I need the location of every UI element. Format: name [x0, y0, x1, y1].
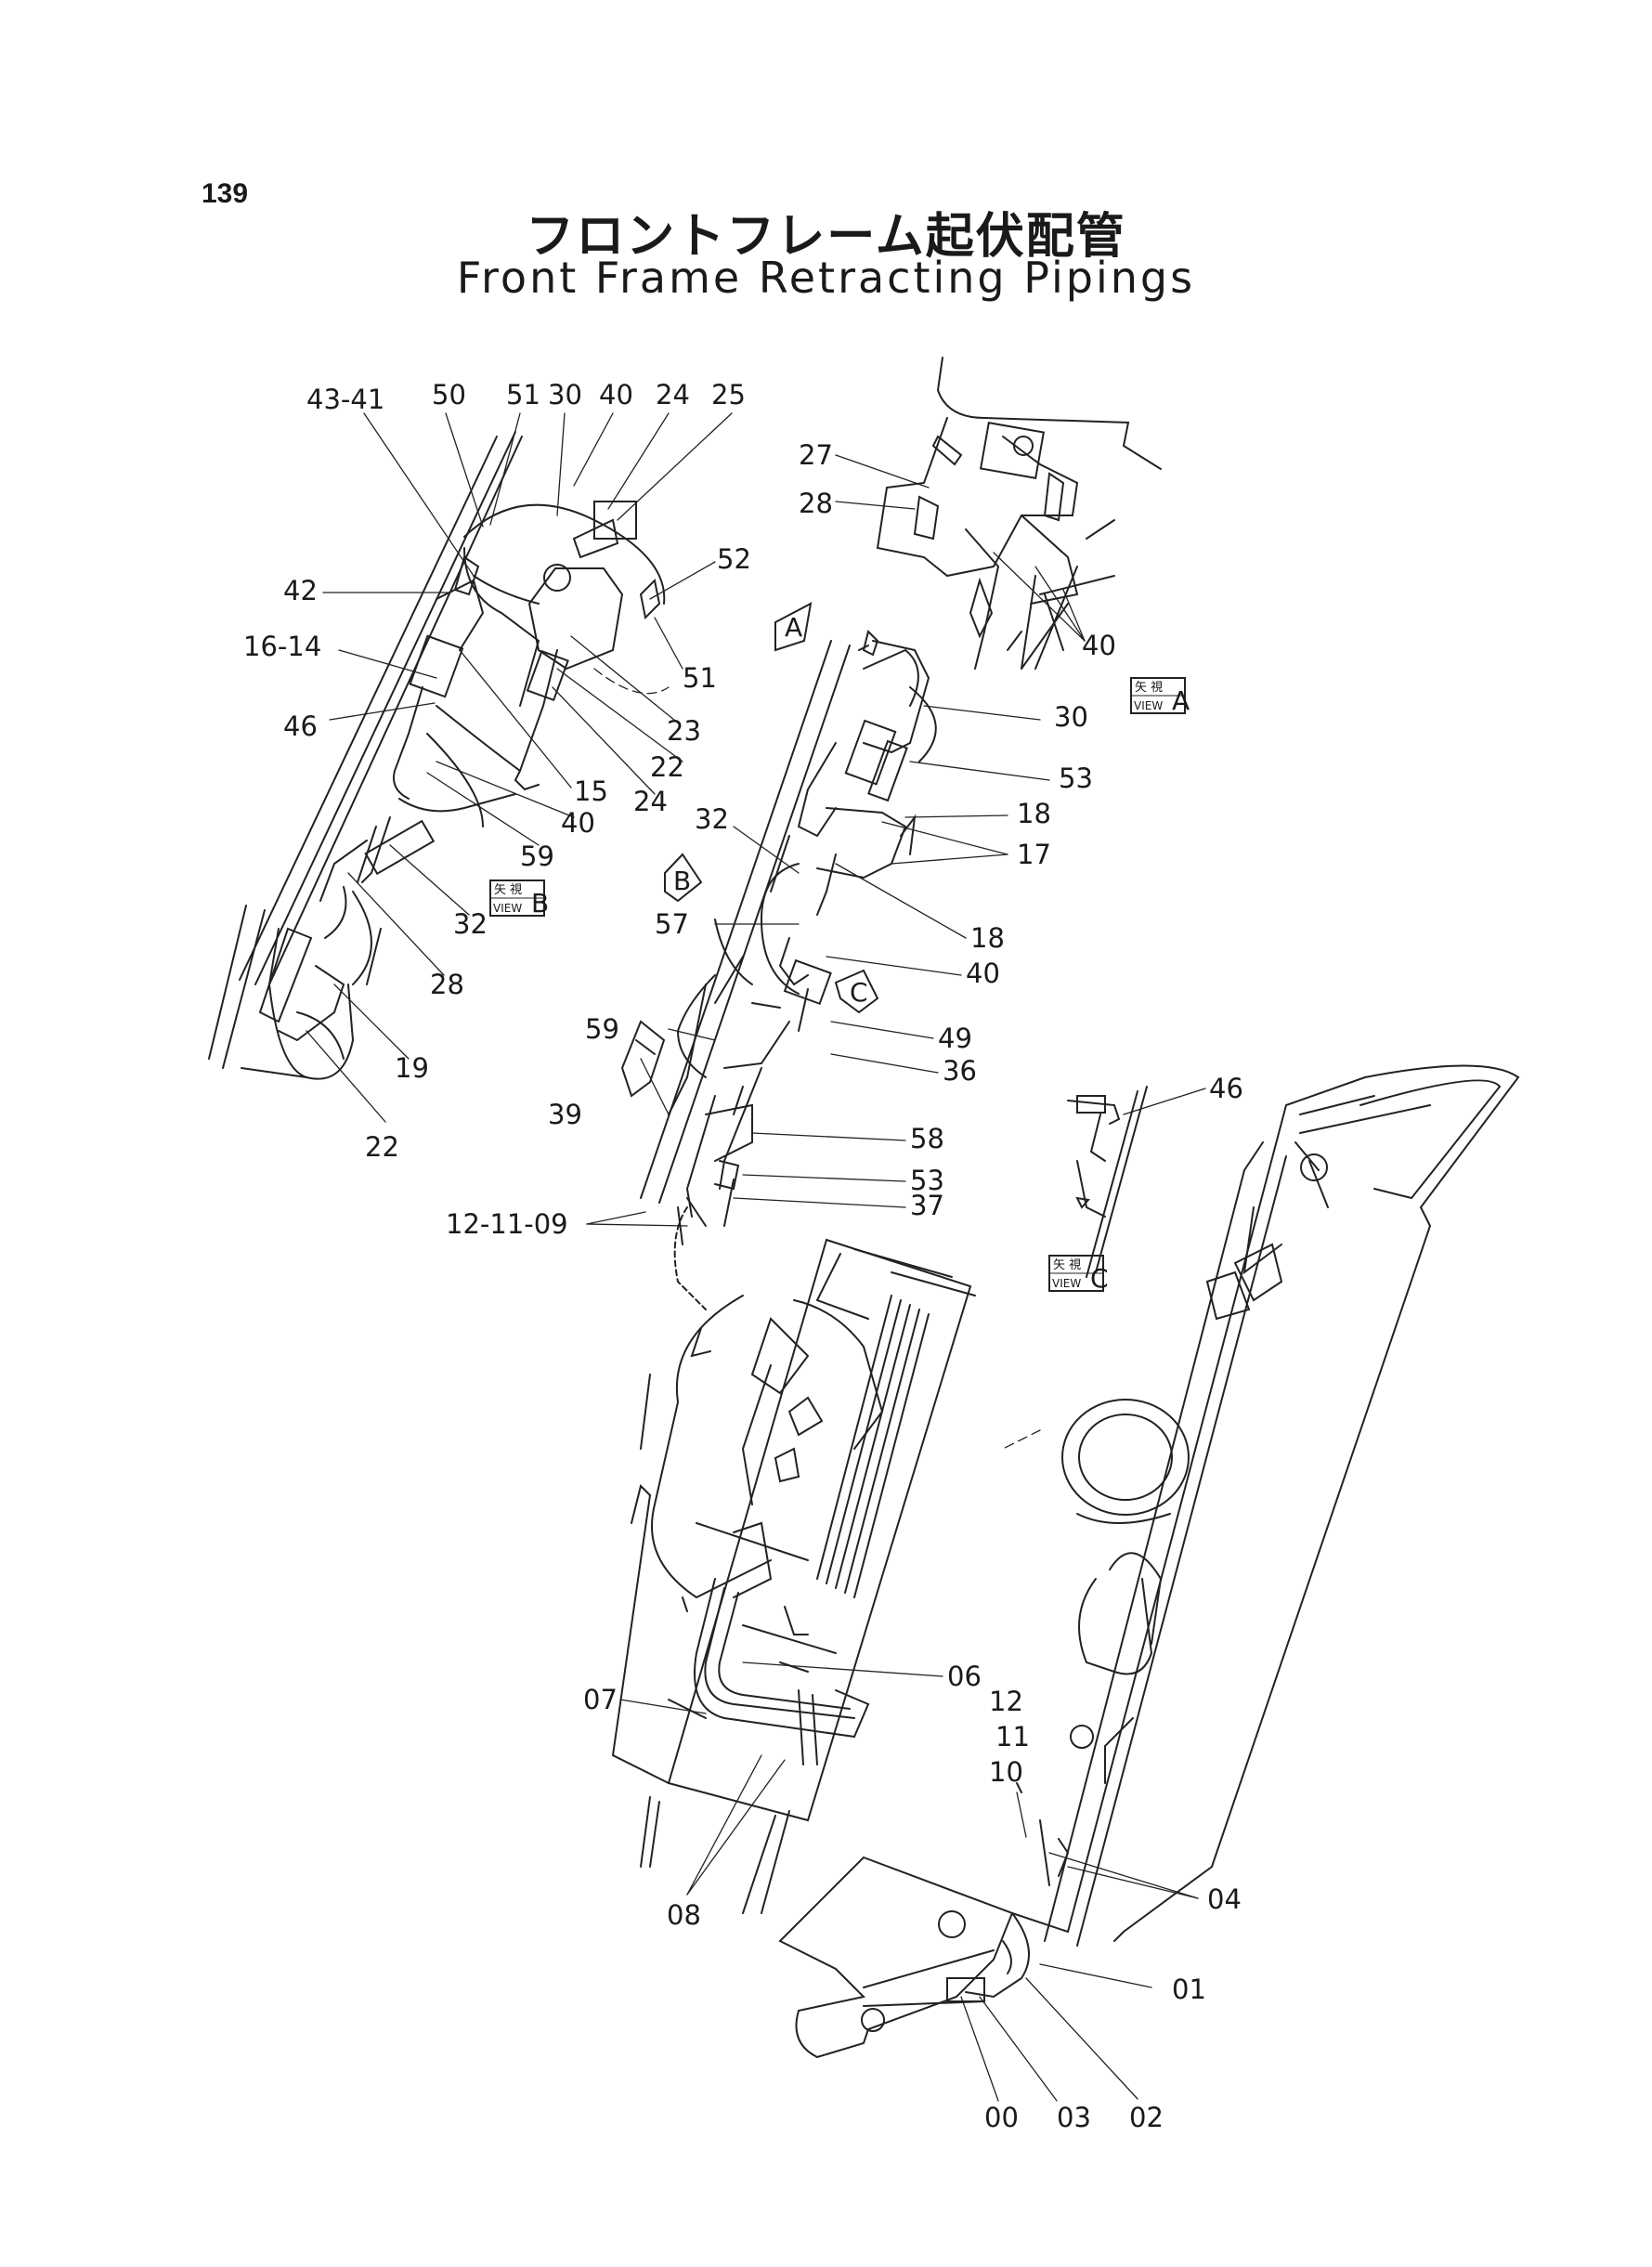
- label-37: 37: [910, 1190, 944, 1221]
- label-24: 24: [656, 379, 690, 410]
- label-18: 18: [1017, 798, 1051, 829]
- arrow-marker-a: A: [774, 602, 813, 652]
- label-52: 52: [717, 543, 751, 575]
- label-17: 17: [1017, 839, 1051, 870]
- label-22: 22: [650, 751, 684, 783]
- svg-text:VIEW: VIEW: [493, 902, 522, 915]
- label-02: 02: [1129, 2102, 1164, 2133]
- label-36: 36: [943, 1055, 977, 1087]
- view-tag-c: 矢 視 VIEW C: [1048, 1255, 1109, 1294]
- label-12-11-09: 12-11-09: [446, 1208, 568, 1240]
- label-10: 10: [989, 1756, 1023, 1788]
- view-a-leaders: [835, 454, 1086, 642]
- svg-text:A: A: [1172, 685, 1190, 716]
- label-22: 22: [365, 1131, 399, 1163]
- part-labels: 43-41 50 51 30 40 24 25 42 16-14 46 52 5…: [243, 379, 1243, 2133]
- view-c-leader: [1123, 1088, 1206, 1115]
- label-32: 32: [695, 803, 729, 835]
- arrow-marker-c: C: [834, 969, 879, 1014]
- label-12: 12: [989, 1686, 1023, 1717]
- label-23: 23: [667, 715, 701, 747]
- label-51: 51: [683, 662, 717, 694]
- dashed-outlines: [593, 668, 1041, 1450]
- label-01: 01: [1172, 1974, 1206, 2005]
- main-frame-leaders: [619, 1661, 943, 1896]
- label-40: 40: [561, 807, 595, 839]
- label-19: 19: [395, 1052, 429, 1084]
- label-16-14: 16-14: [243, 631, 321, 662]
- svg-text:VIEW: VIEW: [1052, 1277, 1081, 1290]
- label-46: 46: [283, 710, 318, 742]
- view-tag-b: 矢 視 VIEW B: [489, 879, 549, 919]
- label-30: 30: [548, 379, 582, 410]
- svg-text:VIEW: VIEW: [1134, 699, 1163, 712]
- label-49: 49: [938, 1023, 972, 1054]
- label-40: 40: [599, 379, 633, 410]
- label-07: 07: [583, 1684, 618, 1715]
- svg-text:C: C: [850, 977, 868, 1008]
- label-42: 42: [283, 575, 318, 606]
- label-06: 06: [947, 1661, 982, 1692]
- label-39: 39: [548, 1099, 582, 1130]
- label-15: 15: [574, 775, 608, 807]
- svg-text:矢 視: 矢 視: [494, 883, 522, 897]
- title-english: Front Frame Retracting Pipings: [456, 253, 1196, 303]
- label-40: 40: [966, 958, 1000, 989]
- label-50: 50: [432, 379, 466, 410]
- svg-text:A: A: [785, 612, 802, 643]
- label-53: 53: [1059, 762, 1093, 794]
- label-27: 27: [799, 439, 833, 471]
- label-59: 59: [585, 1013, 619, 1045]
- center-detail-leaders: [586, 705, 1050, 1227]
- boom-assembly: [863, 1064, 1520, 2007]
- view-c-assembly: [1067, 1086, 1148, 1278]
- label-46: 46: [1209, 1073, 1243, 1104]
- label-25: 25: [711, 379, 746, 410]
- label-18: 18: [970, 922, 1005, 954]
- svg-text:矢 視: 矢 視: [1135, 681, 1163, 695]
- page-number: 139: [202, 178, 249, 209]
- label-08: 08: [667, 1899, 701, 1931]
- view-tag-a: 矢 視 VIEW A: [1130, 677, 1190, 716]
- detail-b-leaders: [306, 412, 733, 1123]
- label-32: 32: [453, 908, 488, 940]
- svg-text:B: B: [673, 866, 691, 896]
- plate-bracket: [778, 1206, 1282, 2059]
- label-24: 24: [633, 786, 668, 817]
- label-57: 57: [655, 908, 689, 940]
- label-11: 11: [995, 1721, 1030, 1752]
- label-00: 00: [984, 2102, 1019, 2133]
- label-59: 59: [520, 840, 554, 872]
- label-43-41: 43-41: [306, 384, 384, 415]
- svg-text:矢 視: 矢 視: [1053, 1258, 1081, 1272]
- label-58: 58: [910, 1123, 944, 1154]
- arrow-marker-b: B: [664, 853, 703, 903]
- center-detail-assembly: [620, 630, 937, 1245]
- main-frame-assembly: [611, 1206, 976, 1914]
- svg-text:B: B: [531, 888, 549, 919]
- label-51: 51: [506, 379, 540, 410]
- label-03: 03: [1057, 2102, 1091, 2133]
- detail-b-assembly: [208, 431, 666, 1080]
- label-28: 28: [430, 969, 464, 1000]
- label-30: 30: [1054, 701, 1088, 733]
- view-a-assembly: [876, 357, 1162, 670]
- label-53: 53: [910, 1165, 944, 1196]
- label-40: 40: [1082, 630, 1116, 661]
- svg-text:C: C: [1090, 1263, 1109, 1294]
- label-04: 04: [1207, 1883, 1242, 1915]
- label-28: 28: [799, 488, 833, 519]
- boom-leaders: [960, 1791, 1199, 2102]
- title-japanese: フロントフレーム起伏配管: [526, 209, 1126, 265]
